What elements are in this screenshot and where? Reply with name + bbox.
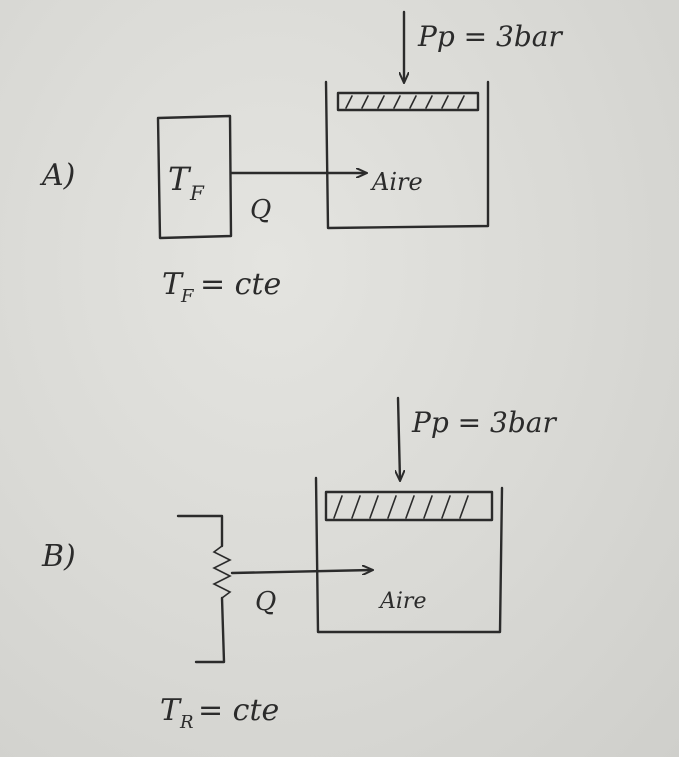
condition-main-b: T: [160, 693, 182, 728]
resistor-lead-bottom: [194, 596, 226, 664]
reservoir-temp-subscript: F: [189, 181, 205, 205]
pressure-label-b: Pp = 3bar: [411, 406, 557, 439]
piston-hatching: [345, 95, 465, 109]
heat-label: Q: [250, 195, 271, 225]
gas-label-b: Aire: [378, 589, 426, 614]
condition-rest: = cte: [200, 267, 281, 302]
condition-subscript: F: [180, 286, 195, 307]
heat-label-b: Q: [255, 587, 276, 617]
resistor-coil: [212, 545, 232, 599]
piston: [336, 91, 480, 112]
resistor-lead-top: [176, 514, 224, 548]
cylinder-outline-b: [314, 476, 504, 634]
piston-hatching-b: [333, 495, 469, 519]
part-a-label: A): [39, 158, 75, 193]
reservoir-temp-label: T: [168, 160, 192, 198]
gas-label: Aire: [370, 168, 423, 196]
pressure-arrow-b: [398, 396, 400, 480]
condition-subscript-b: R: [179, 712, 194, 733]
part-b-label: B): [41, 539, 76, 574]
condition-main: T: [162, 267, 184, 302]
pressure-label: Pp = 3bar: [417, 20, 563, 53]
heat-flow-arrow-b: [230, 570, 372, 573]
part-a: A) T F Q Pp = 3bar Aire T F = cte: [39, 10, 563, 307]
thermal-reservoir-box: [156, 114, 233, 240]
piston-b: [324, 490, 494, 522]
part-b: B) Q Pp = 3bar Aire T R = cte: [41, 396, 557, 733]
cylinder-outline: [324, 80, 490, 230]
condition-rest-b: = cte: [198, 693, 279, 728]
